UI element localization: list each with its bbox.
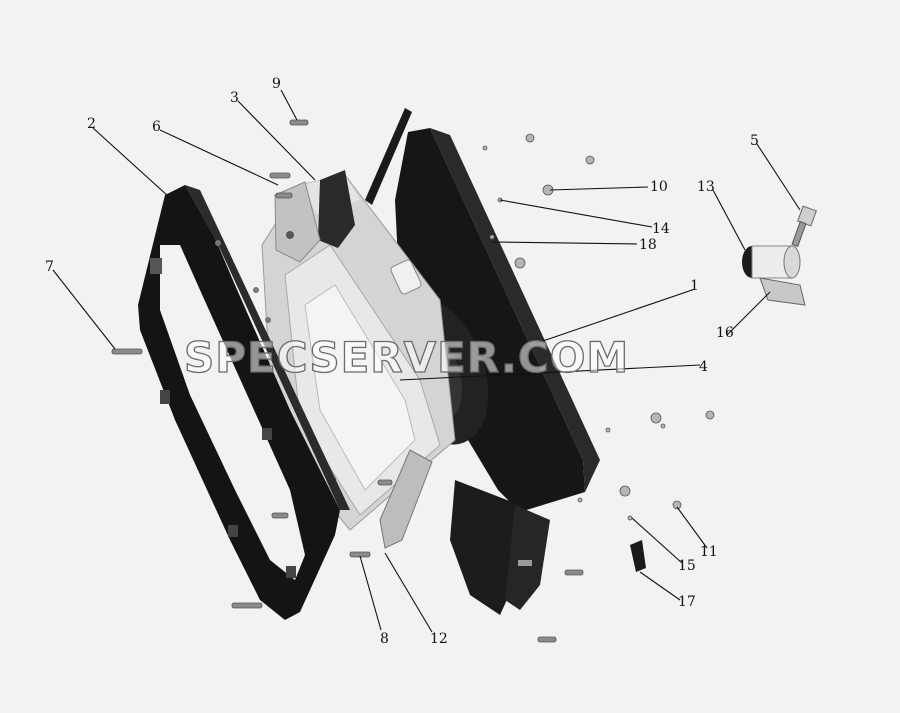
callout-labels: 1 2 3 4 5 6 7 8 9 10 11 12 13 14 15 16 1… [45, 76, 759, 647]
bushing-assembly [742, 205, 817, 306]
small-bracket [630, 540, 646, 572]
nuts-washers [482, 133, 715, 521]
rear-frame [365, 108, 600, 615]
leader-lines [52, 89, 801, 633]
callout-3: 3 [230, 90, 239, 106]
callout-14: 14 [652, 221, 670, 237]
callout-17: 17 [678, 594, 696, 610]
callout-7: 7 [45, 259, 54, 275]
watermark: SPECSERVER.COM [184, 333, 629, 382]
callout-18: 18 [639, 237, 657, 253]
callout-2: 2 [87, 116, 96, 132]
callout-16: 16 [716, 325, 734, 341]
fasteners [111, 119, 584, 643]
callout-4: 4 [699, 359, 708, 375]
callout-8: 8 [380, 631, 389, 647]
callout-1: 1 [690, 278, 699, 294]
callout-15: 15 [678, 558, 696, 574]
callout-6: 6 [152, 119, 161, 135]
callout-12: 12 [430, 631, 448, 647]
callout-10: 10 [650, 179, 668, 195]
callout-9: 9 [272, 76, 281, 92]
front-frame [138, 185, 350, 620]
callout-11: 11 [700, 544, 718, 560]
callout-5: 5 [750, 133, 759, 149]
callout-13: 13 [697, 179, 715, 195]
